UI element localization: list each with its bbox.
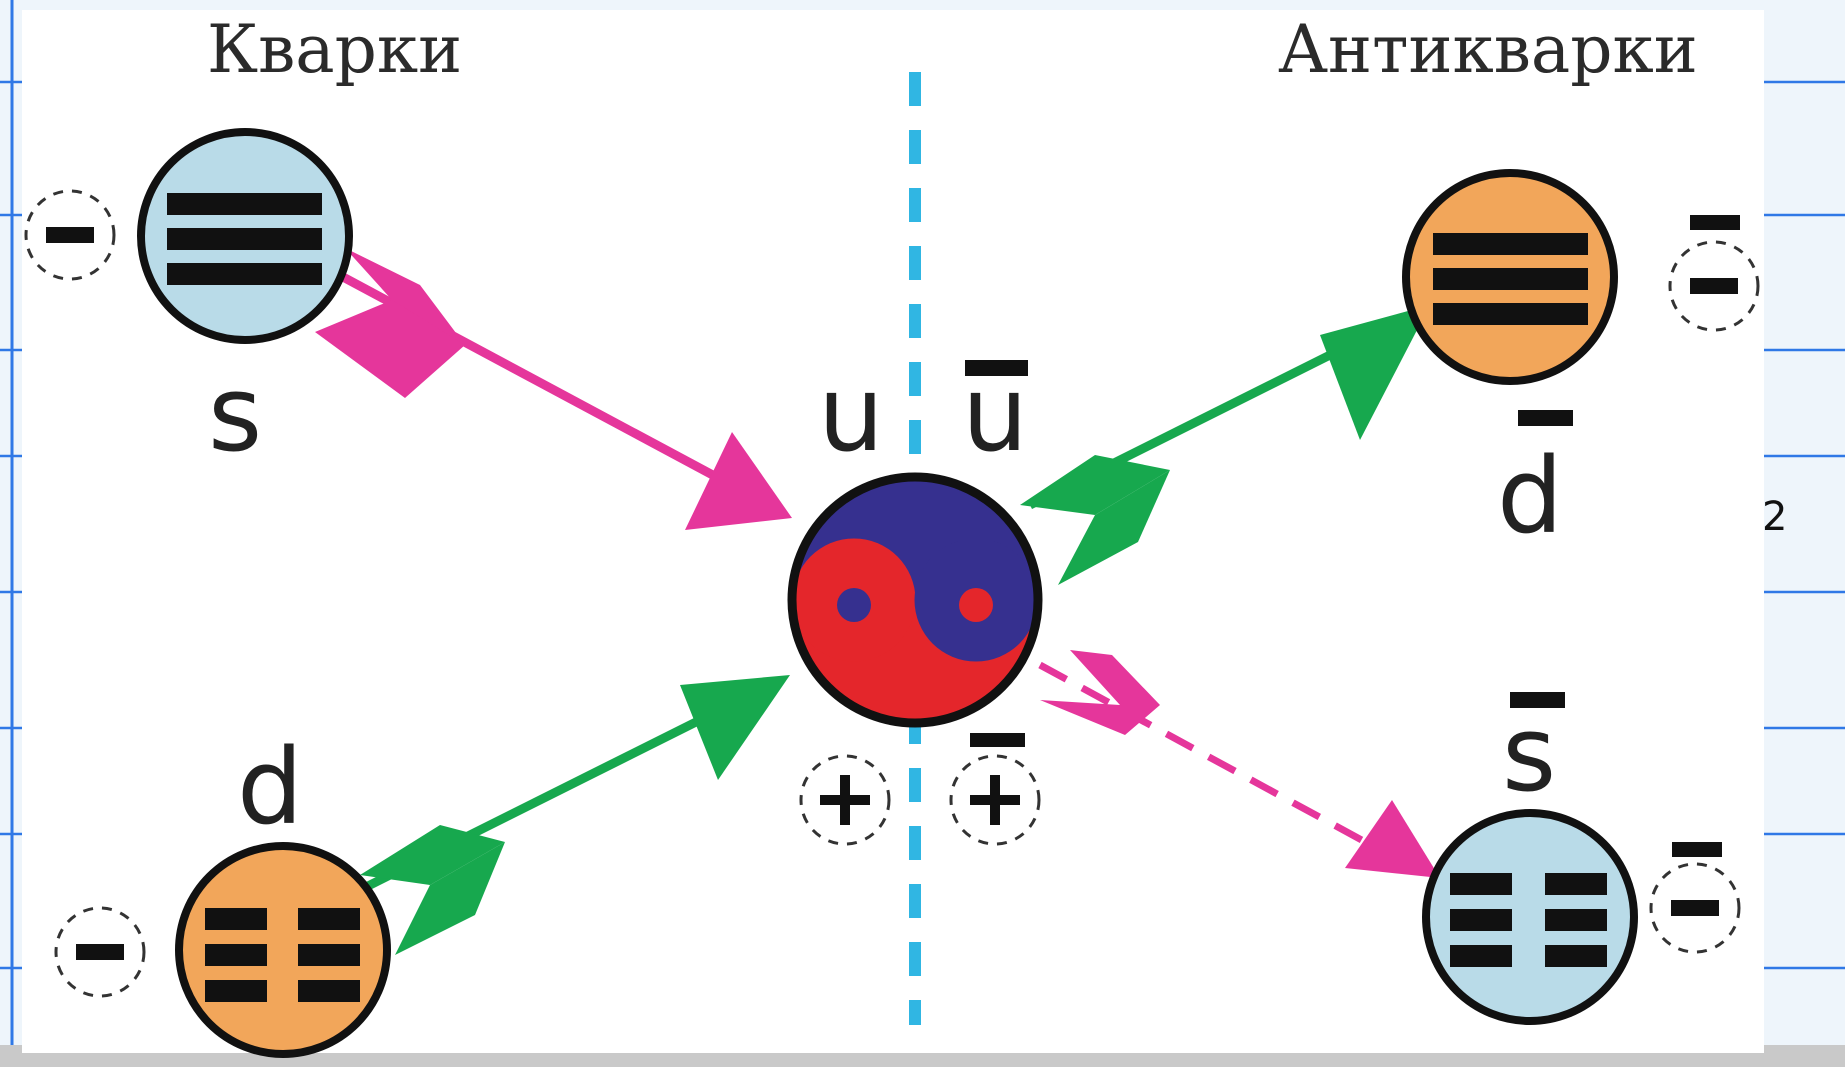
u-antiquark-bar [965,360,1028,376]
s-antiquark-charge-bar [1672,842,1722,857]
s-quark-ball [141,132,349,340]
u-antiquark-charge-bar [970,733,1025,747]
page-number: 2 [1762,494,1787,540]
trigram-solid-icon [1433,233,1588,325]
yin-yang-icon [792,477,1038,723]
d-antiquark-ball [1406,173,1614,381]
u-quark-label: u [818,353,884,475]
d-antiquark-charge-bar [1690,215,1740,230]
s-antiquark-ball [1426,813,1634,1021]
s-quark-label: s [208,353,262,475]
d-antiquark-bar [1518,410,1573,426]
d-quark-label: d [237,726,303,848]
s-antiquark-label: s [1502,693,1556,815]
antiquarks-heading: Антикварки [1278,11,1698,88]
d-antiquark-label: d [1497,435,1563,557]
quarks-heading: Кварки [207,11,462,88]
trigram-solid-icon [167,193,322,285]
d-quark-ball [179,846,387,1054]
